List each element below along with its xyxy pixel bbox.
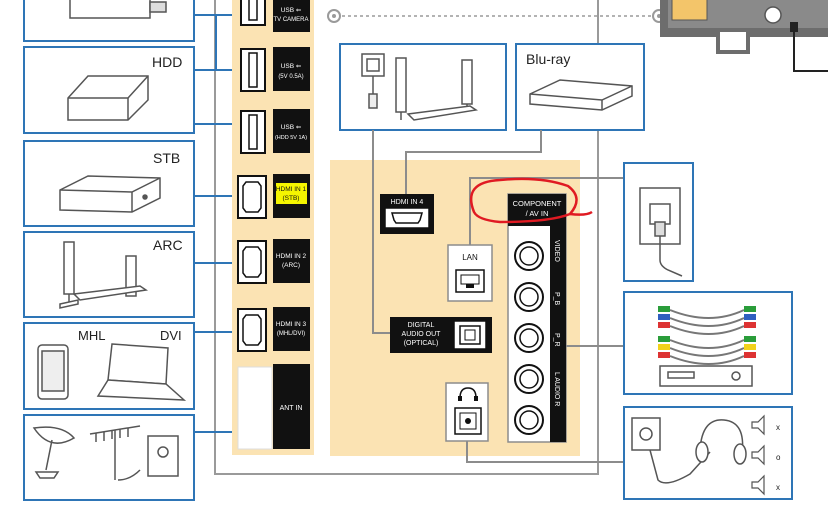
tv-icon <box>660 0 828 72</box>
speaker-label-3: x <box>776 483 780 492</box>
mhl-label: MHL <box>78 328 105 343</box>
usb-port-3-label: USB ⇐ <box>281 124 302 131</box>
speaker-label-2: o <box>776 453 781 462</box>
ant-in-label: ANT IN <box>280 405 303 412</box>
hdmi-3-label: HDMI IN 3 <box>276 321 307 328</box>
lan-label: LAN <box>462 253 478 262</box>
headphone-jack-icon <box>631 417 711 484</box>
hdd-icon <box>67 75 149 121</box>
hdmi-4-socket[interactable] <box>384 207 430 229</box>
arc-label: ARC <box>153 237 183 253</box>
antenna-icon <box>32 425 179 481</box>
set-top-box-icon <box>59 175 161 213</box>
optical-label-3: (OPTICAL) <box>404 340 439 347</box>
hdmi-3-sublabel: (MHL/DVI) <box>277 331 305 337</box>
annotation-circle <box>469 177 593 224</box>
audio-jack-label: L AUDIO R <box>553 372 560 406</box>
optical-socket[interactable] <box>453 320 487 350</box>
soundbar-speakers-icon <box>59 241 149 309</box>
pb-jack-label: P_B <box>553 292 560 306</box>
hdmi-2-sublabel: (ARC) <box>282 262 300 269</box>
dvi-label: DVI <box>160 328 182 343</box>
video-jack-label: VIDEO <box>553 240 560 262</box>
hdmi-1-label: HDMI IN 1 <box>276 186 307 193</box>
usb-port-1-sublabel: TV CAMERA <box>273 17 308 23</box>
smartphone-icon <box>37 344 69 400</box>
component-cables-icon <box>658 306 756 365</box>
hdmi-2-label: HDMI IN 2 <box>276 253 307 260</box>
usb-port-2-label: USB ⇐ <box>281 63 302 70</box>
hdmi-1-highlight <box>276 183 307 204</box>
hdmi-4-label: HDMI IN 4 <box>391 199 424 206</box>
hdd-label: HDD <box>152 54 182 70</box>
usb-port-3-sublabel: (HDD 5V 1A) <box>275 135 307 141</box>
headphones-icon <box>695 419 747 465</box>
bluray-label: Blu-ray <box>526 51 570 67</box>
speaker-label-1: x <box>776 423 780 432</box>
av-receiver-icon <box>659 365 753 387</box>
headphone-icon <box>459 387 477 399</box>
usb-port-3-socket[interactable] <box>240 110 266 154</box>
home-theater-icon <box>361 53 479 121</box>
optical-label-2: AUDIO OUT <box>402 331 442 338</box>
speaker-icon <box>751 414 765 496</box>
laptop-icon <box>96 343 187 401</box>
component-label-1: COMPONENT <box>513 199 562 208</box>
component-label-2: / AV IN <box>526 209 549 218</box>
hdmi-1-sublabel: (STB) <box>283 195 300 202</box>
usb-port-2-sublabel: (5V 0.5A) <box>278 74 303 80</box>
usb-port-1-socket[interactable] <box>240 0 266 26</box>
stb-label: STB <box>153 150 180 166</box>
pr-jack-label: P_R <box>553 333 560 347</box>
ant-in-socket[interactable] <box>237 366 273 450</box>
lan-socket[interactable] <box>455 269 485 293</box>
bluray-player-icon <box>529 79 633 111</box>
lan-wall-socket-icon <box>639 187 683 277</box>
usb-port-2-socket[interactable] <box>240 48 266 92</box>
usb-port-1-label: USB ⇐ <box>281 7 302 14</box>
optical-label-1: DIGITAL <box>408 322 435 329</box>
usb-camera-icon <box>69 0 167 19</box>
arc-device-box <box>23 231 195 318</box>
